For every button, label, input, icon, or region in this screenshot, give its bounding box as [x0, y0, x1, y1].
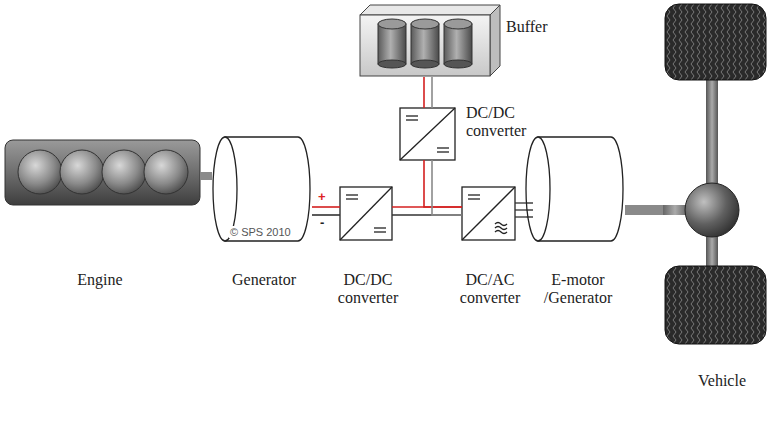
wire-line: [432, 160, 462, 215]
wire-line: [312, 214, 340, 216]
emotor-generator-node: E-motor /Generator: [525, 137, 625, 243]
dcdc-converter-node: DC/DC converter: [340, 187, 392, 240]
buffer-node: Buffer: [358, 4, 500, 77]
vehicle-node: Vehicle: [663, 3, 768, 346]
dcac-converter-box: [462, 187, 515, 240]
wire-line: [200, 172, 212, 180]
node-label: Generator: [209, 271, 319, 289]
wire-line: [515, 216, 526, 217]
dcdc-converter-box: [400, 108, 455, 160]
wire-line: [625, 205, 663, 215]
polarity-plus: +: [317, 189, 327, 204]
dcdc-converter-node: DC/DC converter: [400, 108, 455, 160]
node-label: DC/AC converter: [444, 271, 536, 308]
vehicle-wheels: [660, 4, 766, 344]
node-label: DC/DC converter: [466, 104, 558, 141]
connector: [424, 77, 432, 108]
buffer-battery: [360, 5, 500, 76]
wire-line: [515, 209, 526, 210]
copyright-watermark: © SPS 2010: [229, 226, 292, 238]
connector: [392, 207, 462, 215]
wire-line: [423, 77, 425, 108]
connector: [625, 210, 663, 211]
connector: [424, 160, 462, 215]
engine-node: Engine: [5, 140, 200, 205]
node-label: Buffer: [506, 18, 586, 36]
connector: [200, 176, 212, 177]
wire-line: [424, 160, 462, 207]
node-label: E-motor /Generator: [528, 271, 628, 308]
polarity-minus: -: [319, 215, 325, 230]
emotor-cylinder: [526, 137, 623, 241]
dcdc-converter-box: [340, 187, 392, 240]
dcac-converter-node: DC/AC converter: [462, 187, 515, 240]
wire-line: [431, 77, 433, 108]
wire-line: [515, 202, 526, 203]
generator-cylinder: [213, 137, 310, 241]
node-label: Engine: [45, 271, 155, 289]
connector: [312, 207, 340, 215]
node-label: DC/DC converter: [322, 271, 414, 308]
node-label: Vehicle: [677, 372, 767, 390]
engine-block: [5, 140, 200, 205]
connector: [515, 203, 526, 217]
wire-line: [312, 206, 340, 208]
